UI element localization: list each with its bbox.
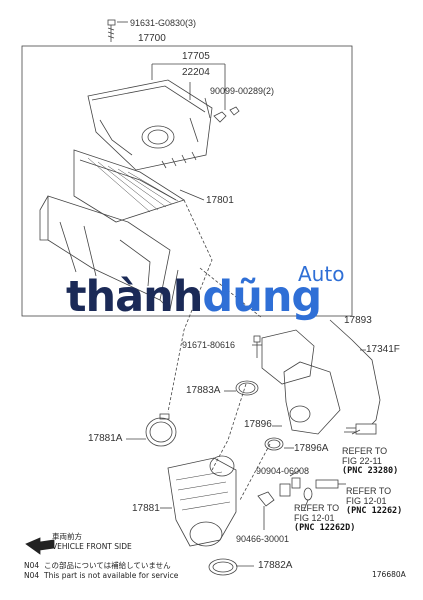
ref-12-01-b-line2: FIG 12-01 <box>294 513 335 523</box>
ref-12-01-b-line1: REFER TO <box>294 503 340 513</box>
resonator-icon <box>261 329 341 435</box>
clamp-17883a-icon <box>235 380 259 396</box>
clamp-17896a-icon <box>264 437 284 451</box>
label-duct: 17881 <box>132 503 160 514</box>
air-cleaner-case-icon <box>39 195 179 311</box>
cap-ring-icon <box>303 487 313 501</box>
vsv-icon <box>344 423 377 435</box>
watermark-main-a: thành <box>66 272 203 322</box>
ref-12-01-a-code: (PNC 12262) <box>346 506 403 516</box>
label-hose: 17341F <box>366 344 400 355</box>
vacuum-hose-icon <box>329 319 381 425</box>
label-bolt: 91631-G0830(3) <box>130 18 197 28</box>
gasket-icon <box>279 477 301 497</box>
n04-code-2: N04 <box>24 571 40 580</box>
intake-duct-icon <box>167 455 237 547</box>
label-hose-clamp-bolt: 91671-80616 <box>182 340 236 350</box>
clip-icon <box>213 106 240 123</box>
bolt-icon <box>107 19 116 42</box>
ref-22-11-line1: REFER TO <box>342 446 388 456</box>
clamp-17881a-icon <box>145 413 177 447</box>
label-filter: 17801 <box>206 195 234 206</box>
n04-code-1: N04 <box>24 561 40 570</box>
ref-12-01-b-code: (PNC 12262D) <box>294 523 356 533</box>
ref-12-01-b[interactable]: REFER TO FIG 12-01 (PNC 12262D) <box>294 503 355 533</box>
hose-clamp-bolt-icon <box>253 335 261 358</box>
watermark-logo: thànhdũng <box>66 272 322 322</box>
ref-12-01-a-line2: FIG 12-01 <box>346 496 387 506</box>
figure-id: 176680A <box>372 570 406 579</box>
label-box-frame: 17700 <box>138 33 166 44</box>
label-resonator: 17896 <box>244 419 272 430</box>
clamp-17882a-icon <box>208 558 238 576</box>
label-clip-b: 90466-30001 <box>236 534 290 544</box>
nozzle-icon <box>315 479 339 489</box>
label-cap: 22204 <box>182 67 210 78</box>
ref-12-01-a[interactable]: REFER TO FIG 12-01 (PNC 12262) <box>346 486 402 516</box>
front-arrow-icon <box>25 537 55 555</box>
ref-22-11[interactable]: REFER TO FIG 22-11 (PNC 23280) <box>342 446 398 476</box>
watermark-sub: Auto <box>298 262 345 286</box>
label-clip: 90099-00289(2) <box>210 86 275 96</box>
assembly-frame <box>21 45 353 317</box>
label-clamp-e: 17882A <box>258 560 293 571</box>
direction-jp: 車両前方 <box>52 532 82 541</box>
label-clamp-c: 17881A <box>88 433 123 444</box>
filter-element-icon <box>73 149 185 223</box>
clip-90466-icon <box>257 491 275 507</box>
label-clamp-d: 17896A <box>294 443 329 454</box>
label-clamp-b: 17883A <box>186 385 221 396</box>
label-cap-assy: 17705 <box>182 51 210 62</box>
n04-jp: この部品については補給していません <box>44 561 171 570</box>
label-gasket: 90904-06008 <box>256 466 310 476</box>
ref-22-11-code: (PNC 23280) <box>342 466 399 476</box>
ref-22-11-line2: FIG 22-11 <box>342 456 382 466</box>
air-cleaner-cap-icon <box>87 79 213 171</box>
ref-12-01-a-line1: REFER TO <box>346 486 392 496</box>
watermark-main-b: dũng <box>202 272 322 322</box>
label-connector: 17893 <box>344 315 372 326</box>
n04-en: This part is not available for service <box>44 571 179 580</box>
direction-en: VEHICLE FRONT SIDE <box>52 542 132 551</box>
